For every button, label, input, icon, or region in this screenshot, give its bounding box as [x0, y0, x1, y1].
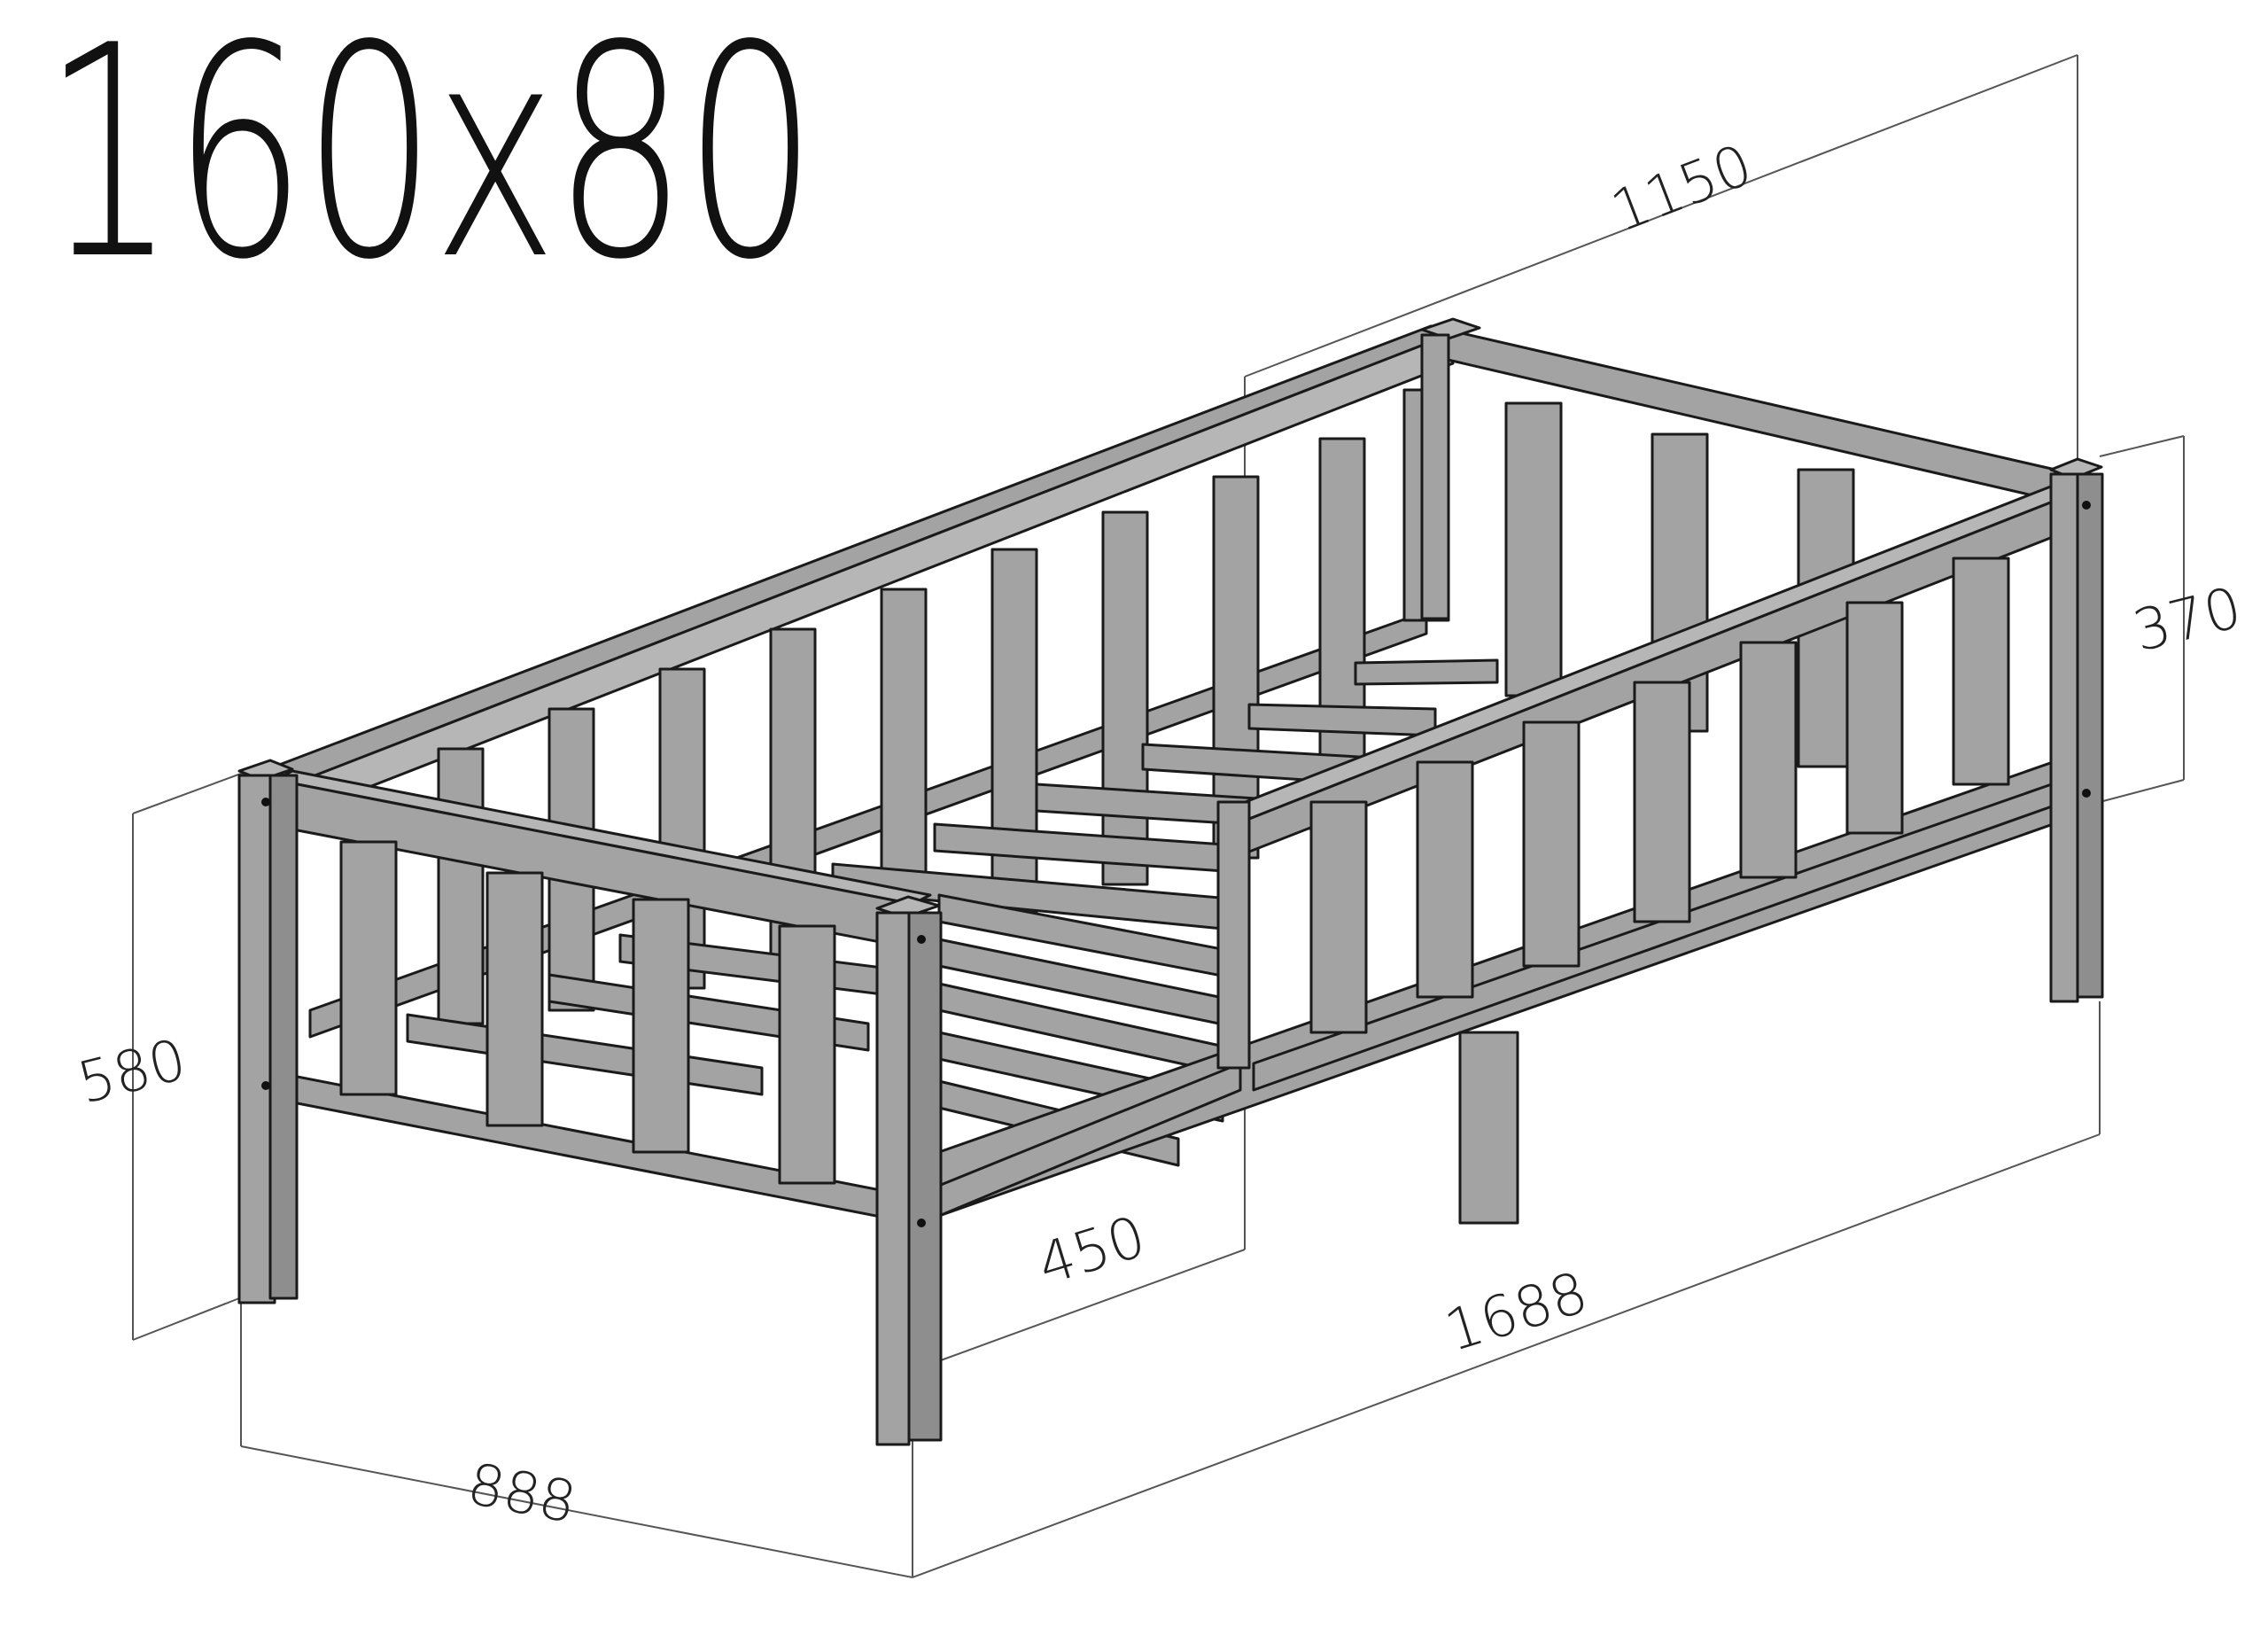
- dim-width: 888: [462, 1452, 581, 1537]
- bed-posts: [237, 317, 2104, 1446]
- front-balusters: [1309, 557, 2010, 1034]
- bolt-holes: [261, 501, 2091, 1227]
- foot-balusters: [339, 840, 836, 1185]
- dim-length-top: 1150: [1603, 132, 1761, 245]
- foot-end-frame: [273, 769, 1242, 1225]
- dim-height-total: 580: [72, 1027, 192, 1117]
- dim-height-side: 370: [2127, 575, 2248, 665]
- dim-length-bottom: 1688: [1438, 1260, 1595, 1365]
- page-title: 160x80: [43, 0, 818, 323]
- dim-bottom-gap: 450: [1030, 1204, 1153, 1298]
